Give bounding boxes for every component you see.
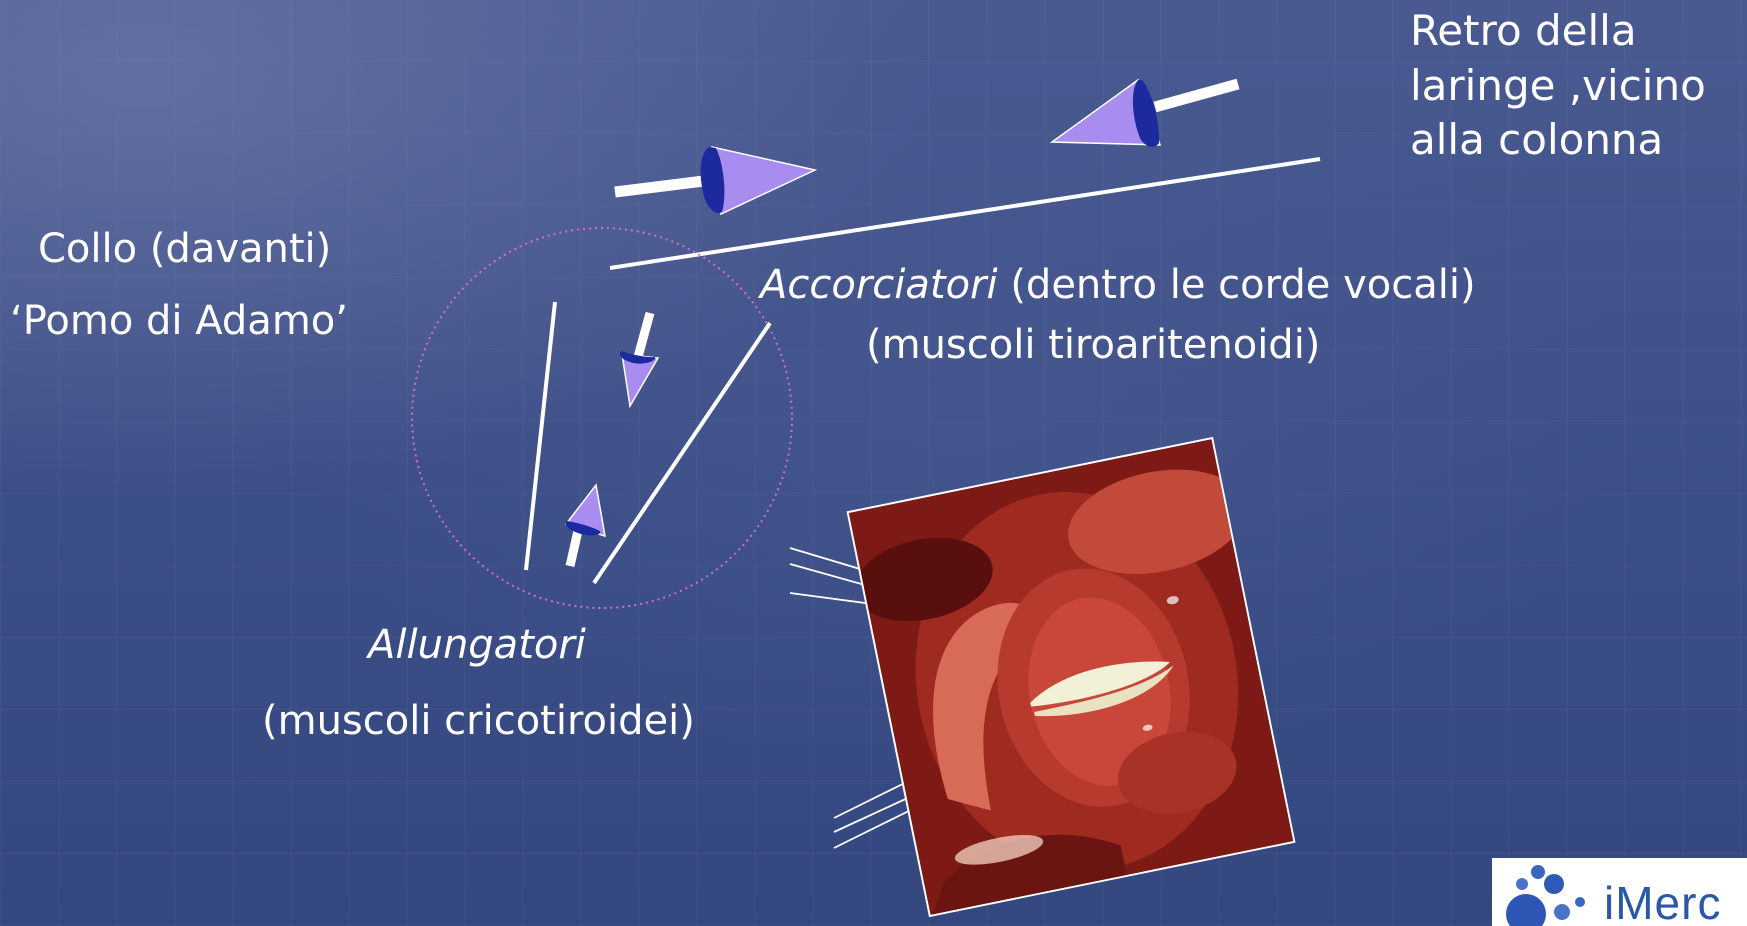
arrow-left-icon	[1052, 80, 1238, 147]
shorteners-title: Accorciatori	[760, 262, 998, 308]
shorteners-description: (dentro le corde vocali)	[998, 262, 1476, 308]
shorteners-label: Accorciatori (dentro le corde vocali)	[760, 260, 1476, 311]
adams-apple-label: ‘Pomo di Adamo’	[10, 296, 348, 347]
logo-dots-icon	[1492, 858, 1602, 926]
back-of-larynx-line-2: laringe ,vicino	[1410, 59, 1706, 114]
arrow-right-icon	[615, 147, 815, 214]
logo-text: iMerc	[1604, 876, 1721, 926]
thyroarytenoid-label: (muscoli tiroaritenoidi)	[866, 320, 1320, 371]
fold-line-left	[526, 302, 555, 570]
dotted-circle	[412, 228, 792, 608]
logo: iMerc	[1492, 858, 1747, 926]
back-of-larynx-label: Retro della laringe ,vicino alla colonna	[1410, 4, 1706, 168]
lengtheners-label: Allungatori	[368, 620, 586, 671]
back-of-larynx-line-1: Retro della	[1410, 4, 1706, 59]
back-of-larynx-line-3: alla colonna	[1410, 113, 1706, 168]
arrow-up-icon	[566, 485, 605, 566]
neck-front-label: Collo (davanti)	[38, 224, 331, 275]
arrow-down-icon	[620, 313, 658, 406]
cricothyroid-label: (muscoli cricotiroidei)	[262, 696, 695, 747]
